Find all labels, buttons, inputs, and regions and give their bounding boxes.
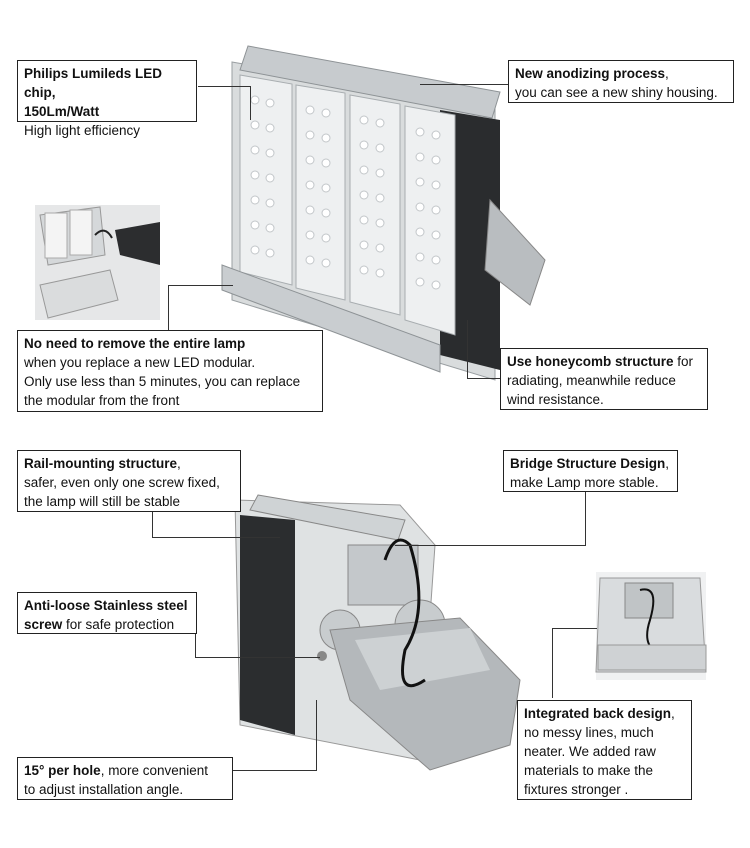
honeycomb-title: Use honeycomb structure <box>507 354 674 369</box>
chip-efficacy: 150Lm/Watt <box>24 104 100 119</box>
connector-back <box>552 628 553 698</box>
connector-anodizing <box>420 84 508 85</box>
screw-title: Anti-loose Stainless steel <box>24 598 188 613</box>
callout-honeycomb: Use honeycomb structure for radiating, m… <box>500 348 708 410</box>
floodlight-back-image <box>234 494 521 771</box>
rail-title: Rail-mounting structure <box>24 456 178 471</box>
connector-rail <box>152 512 153 538</box>
chip-title: Philips Lumileds LED chip, <box>24 66 163 100</box>
callout-back-design: Integrated back design, no messy lines, … <box>517 700 692 800</box>
connector-bridge <box>395 545 585 546</box>
connector-angle <box>316 700 317 770</box>
led-dots-1 <box>250 95 275 258</box>
connector-chip <box>198 86 250 87</box>
connector-bridge-v <box>585 490 586 546</box>
back-design-photo <box>595 572 707 680</box>
connector-rail-h <box>152 537 280 538</box>
callout-replace: No need to remove the entire lamp when y… <box>17 330 323 412</box>
connector-screw <box>195 625 196 658</box>
module-replacement-photo <box>35 205 160 320</box>
callout-rail: Rail-mounting structure, safer, even onl… <box>17 450 241 512</box>
chip-text: High light efficiency <box>24 123 141 138</box>
angle-title: 15° per hole <box>24 763 101 778</box>
connector-chip-v <box>250 86 251 120</box>
callout-screw: Anti-loose Stainless steel screw for saf… <box>17 592 197 634</box>
callout-anodizing: New anodizing process, you can see a new… <box>508 60 734 103</box>
callout-angle: 15° per hole, more convenient to adjust … <box>17 757 233 800</box>
connector-honeycomb <box>467 320 468 378</box>
anodizing-title: New anodizing process <box>515 66 666 81</box>
connector-angle-h <box>233 770 317 771</box>
connector-honeycomb-h <box>467 378 500 379</box>
floodlight-front-image <box>221 45 546 381</box>
callout-led-chip: Philips Lumileds LED chip, 150Lm/Watt Hi… <box>17 60 197 138</box>
bridge-title: Bridge Structure Design <box>510 456 666 471</box>
replace-title: No need to remove the entire lamp <box>24 336 246 351</box>
anodizing-text: you can see a new shiny housing. <box>515 85 718 100</box>
connector-replace <box>168 285 169 330</box>
backdesign-title: Integrated back design <box>524 706 672 721</box>
connector-replace-h <box>168 285 233 286</box>
connector-screw-h <box>195 657 320 658</box>
callout-bridge: Bridge Structure Design, make Lamp more … <box>503 450 678 492</box>
connector-back-h <box>552 628 597 629</box>
